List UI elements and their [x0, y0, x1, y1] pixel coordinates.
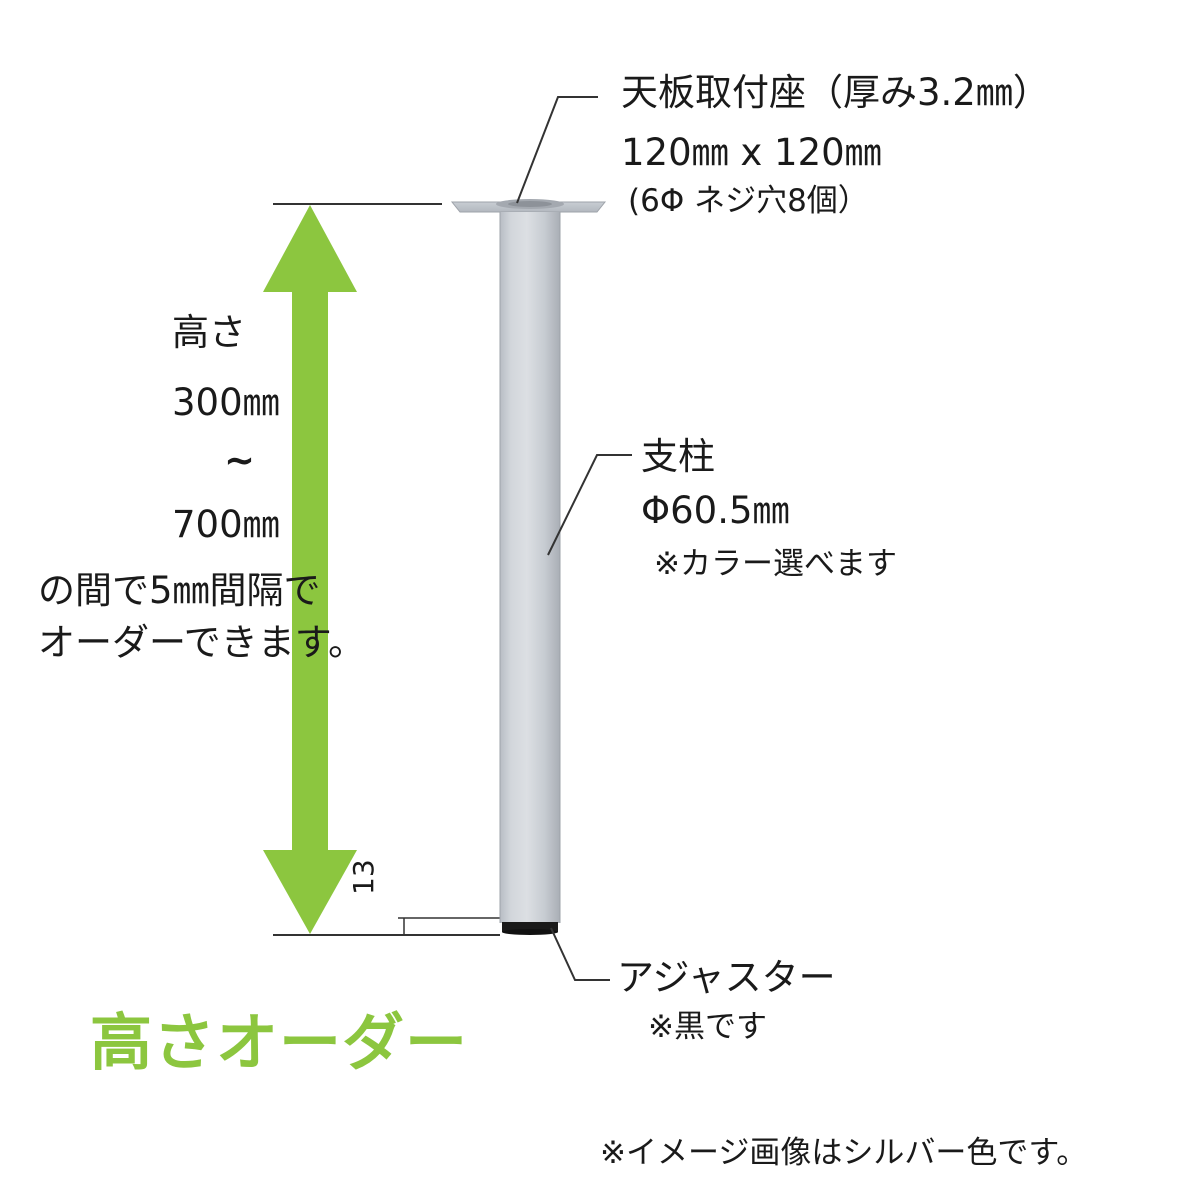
plate-holes: (6Φ ネジ穴8個）: [628, 183, 869, 219]
height-tilde: ~: [224, 439, 256, 482]
headline: 高さオーダー: [90, 1006, 469, 1079]
adjuster-note: ※黒です: [648, 1009, 767, 1045]
adjuster-leader-line: [550, 927, 610, 981]
post-note: ※カラー選べます: [654, 546, 897, 582]
post-diameter: Φ60.5㎜: [641, 489, 790, 532]
adjuster-foot: [502, 922, 558, 935]
footnote: ※イメージ画像はシルバー色です。: [600, 1135, 1088, 1171]
adjuster-label: アジャスター: [617, 956, 836, 999]
height-max: 700㎜: [172, 503, 280, 546]
plate-leader-line: [516, 96, 598, 204]
leg-post: [500, 212, 560, 923]
mounting-plate: [450, 199, 607, 213]
height-min: 300㎜: [172, 381, 280, 424]
height-label: 高さ: [172, 311, 246, 354]
post-label: 支柱: [641, 435, 715, 478]
adjuster-dimension-label: 13: [347, 859, 380, 895]
plate-title: 天板取付座（厚み3.2㎜）: [621, 71, 1050, 114]
height-line-2: オーダーできます。: [38, 621, 366, 664]
height-arrow: [263, 205, 357, 934]
plate-size: 120㎜ x 120㎜: [621, 131, 882, 174]
post-leader-line: [547, 454, 632, 556]
height-line-1: の間で5㎜間隔で: [38, 569, 321, 612]
